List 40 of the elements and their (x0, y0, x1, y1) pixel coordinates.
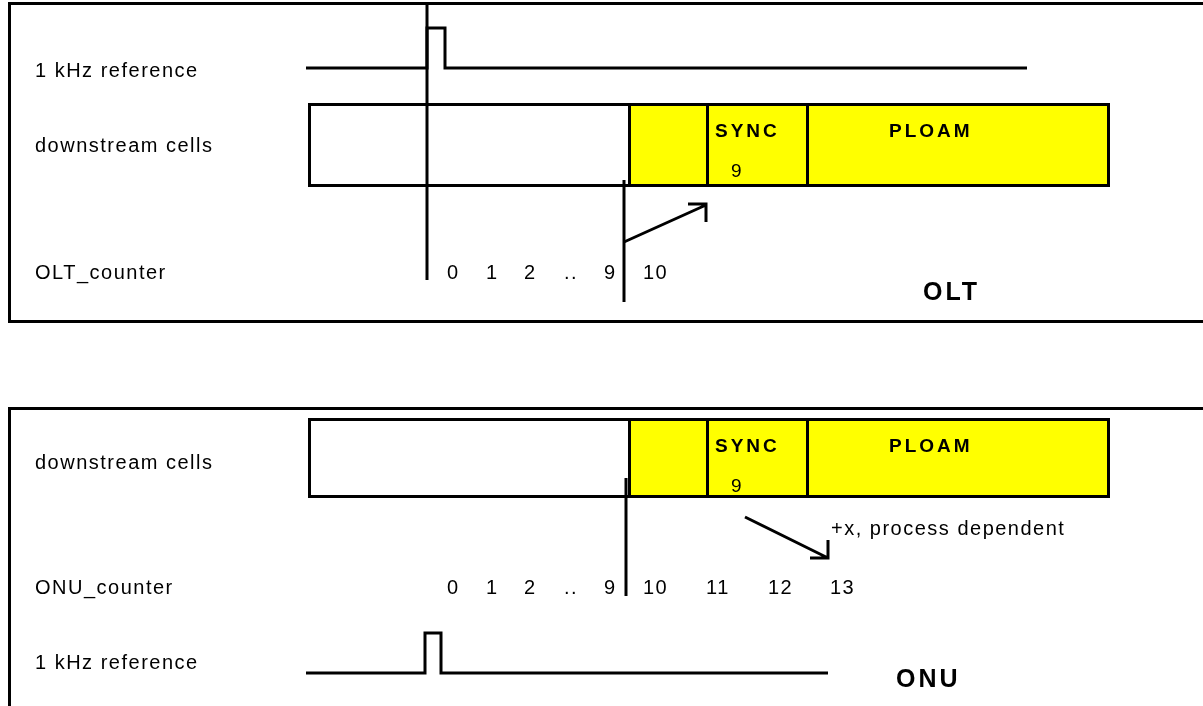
counter-value: 12 (768, 577, 794, 597)
field-value: 9 (731, 160, 742, 182)
counter-value: 0 (447, 262, 460, 282)
signal-name: downstream cells (35, 135, 214, 155)
panel-frame (8, 2, 1203, 323)
panel-title: OLT (923, 277, 981, 306)
field-name: SYNC (715, 120, 780, 142)
frame-field (706, 418, 809, 498)
counter-value: 9 (604, 262, 617, 282)
panel-frame (8, 407, 1203, 706)
cell-segment (308, 103, 631, 187)
counter-value: .. (564, 577, 579, 597)
field-name: PLOAM (889, 435, 973, 457)
counter-value: 9 (604, 577, 617, 597)
frame-field (806, 103, 1110, 187)
counter-value: 1 (486, 577, 499, 597)
cell-segment (308, 418, 631, 498)
panel-title: ONU (896, 664, 961, 693)
counter-name: OLT_counter (35, 262, 167, 282)
field-value: 9 (731, 475, 742, 497)
counter-value: .. (564, 262, 579, 282)
delay-note: +x, process dependent (831, 518, 1066, 538)
frame-field (806, 418, 1110, 498)
counter-value: 10 (643, 262, 669, 282)
counter-value: 2 (524, 577, 537, 597)
signal-name: 1 kHz reference (35, 60, 199, 80)
signal-name: downstream cells (35, 452, 214, 472)
cell-segment (628, 103, 709, 187)
counter-value: 1 (486, 262, 499, 282)
counter-value: 11 (706, 577, 730, 597)
counter-name: ONU_counter (35, 577, 174, 597)
counter-value: 0 (447, 577, 460, 597)
cell-segment (628, 418, 709, 498)
field-name: SYNC (715, 435, 780, 457)
counter-value: 2 (524, 262, 537, 282)
field-name: PLOAM (889, 120, 973, 142)
frame-field (706, 103, 809, 187)
counter-value: 10 (643, 577, 669, 597)
signal-name: 1 kHz reference (35, 652, 199, 672)
counter-value: 13 (830, 577, 856, 597)
